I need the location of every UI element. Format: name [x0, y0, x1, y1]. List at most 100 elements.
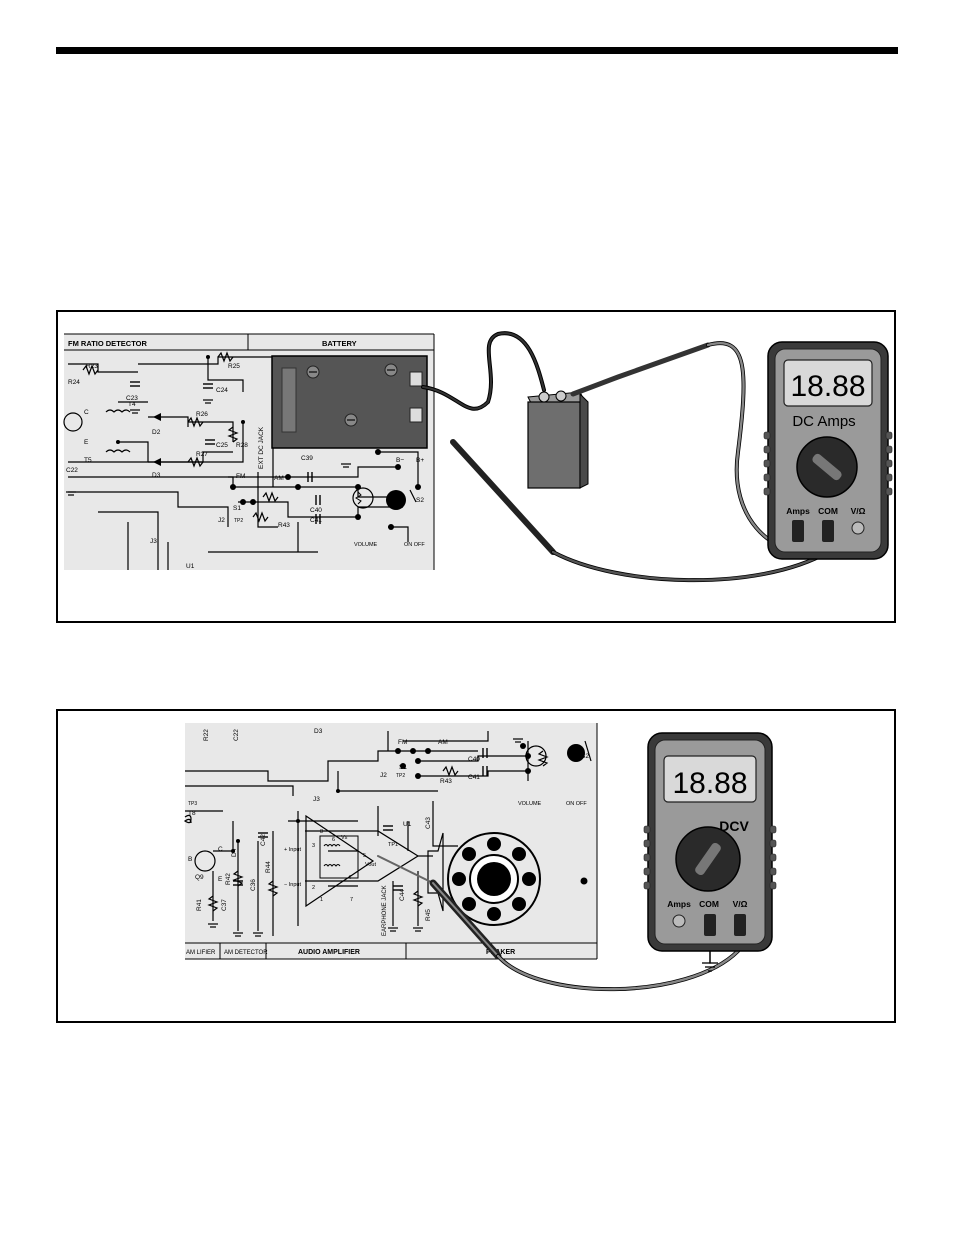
figure-1-illustration: FM RATIO DETECTOR BATTERY	[63, 331, 893, 583]
label-d3: D3	[152, 472, 161, 479]
jack-v-ohm[interactable]	[851, 521, 865, 535]
label-t5: T5	[84, 457, 92, 464]
schematic-audio-amplifier: FM AM S1 S2 J2 TP2 J3 TP3 T8 R43 C40 C41…	[183, 723, 598, 960]
jack-com[interactable]	[704, 914, 716, 936]
label-volume: VOLUME	[518, 801, 542, 807]
label-r41: R41	[196, 899, 203, 911]
top-rule	[56, 47, 898, 54]
label-j2: J2	[380, 772, 387, 779]
label-c22: C22	[233, 729, 240, 741]
meter-mode-label: DCV	[719, 818, 749, 834]
label-s1: S1	[399, 764, 407, 771]
label-pin3: 3	[312, 843, 315, 849]
jack-label-v-ohm: V/Ω	[733, 899, 748, 909]
jack-v-ohm[interactable]	[734, 914, 746, 936]
section-am-amplifier: AM LIFIER	[186, 950, 216, 956]
label-vs: Vs	[341, 835, 348, 841]
label-s2: S2	[416, 497, 424, 504]
label-ext-dc-jack: EXT DC JACK	[258, 426, 265, 469]
label-c41: C41	[468, 774, 480, 781]
label-c: C	[84, 409, 89, 416]
jack-label-com: COM	[818, 506, 838, 516]
label-c40: C40	[468, 756, 480, 763]
multimeter-dc-amps: 18.88 DC Amps Amps COM V/Ω	[763, 341, 893, 560]
label-earphone-jack: EARPHONE JACK	[382, 885, 388, 936]
label-r45: R45	[425, 909, 432, 921]
label-t8: T8	[188, 810, 196, 817]
label-tp2: TP2	[396, 773, 405, 779]
speaker-board	[427, 832, 588, 926]
label-c24: C24	[216, 387, 228, 394]
label-t4: T4	[128, 401, 136, 408]
label-u1: U1	[186, 563, 195, 570]
label-volume: VOLUME	[354, 542, 378, 548]
schematic-fm-battery: FM RATIO DETECTOR BATTERY	[63, 333, 435, 570]
label-d3: D3	[314, 728, 323, 735]
label-pin4: 4	[348, 875, 351, 881]
label-d4: D4	[231, 848, 238, 857]
label-e: E	[84, 439, 89, 446]
figure-audio-amp-voltage-test: FM AM S1 S2 J2 TP2 J3 TP3 T8 R43 C40 C41…	[56, 709, 896, 1023]
multimeter-dcv: 18.88 DCV Amps COM V/Ω	[643, 732, 777, 952]
label-pin8: 8	[320, 829, 323, 835]
label-c37: C37	[221, 899, 228, 911]
label-pin6: 6	[332, 837, 335, 843]
label-c39: C39	[301, 455, 313, 462]
label-d2: D2	[152, 429, 161, 436]
meter-display-readout: 18.88	[672, 767, 747, 800]
label-j3: J3	[150, 538, 157, 545]
label-r43: R43	[278, 522, 290, 529]
label-s1: S1	[233, 505, 241, 512]
label-fm: FM	[398, 739, 407, 746]
section-fm-ratio-detector: FM RATIO DETECTOR	[68, 339, 147, 348]
label-c43: C43	[425, 817, 432, 829]
figure-battery-current-test: FM RATIO DETECTOR BATTERY	[56, 310, 896, 623]
label-am: AM	[274, 475, 284, 482]
label-r24: R24	[68, 379, 80, 386]
jack-com[interactable]	[822, 520, 834, 542]
label-c44: C44	[399, 889, 406, 901]
label-c22: C22	[66, 467, 78, 474]
section-audio-amplifier: AUDIO AMPLIFIER	[298, 949, 360, 956]
meter-display-readout: 18.88	[790, 370, 865, 403]
label-j2: J2	[218, 517, 225, 524]
label-c42: C42	[260, 834, 267, 846]
battery-9v	[527, 390, 589, 489]
label-on-off: ON OFF	[404, 542, 425, 548]
label-r26: R26	[196, 411, 208, 418]
label-on-off: ON OFF	[566, 801, 587, 807]
label-minus-input: − Input	[284, 882, 301, 888]
meter-selector-dial[interactable]	[811, 452, 843, 482]
figure-2-illustration: FM AM S1 S2 J2 TP2 J3 TP3 T8 R43 C40 C41…	[183, 723, 777, 992]
jack-amps[interactable]	[672, 914, 686, 928]
label-r27: R27	[196, 451, 208, 458]
label-r44: R44	[265, 861, 272, 873]
section-am-detector: AM DETECTOR	[224, 950, 268, 956]
battery-holder	[271, 355, 428, 449]
jack-label-com: COM	[699, 899, 719, 909]
label-j3: J3	[313, 796, 320, 803]
label-r22: R22	[203, 729, 210, 741]
ground-symbol-icon	[702, 962, 718, 972]
label-r28: R28	[236, 442, 248, 449]
section-battery: BATTERY	[322, 339, 357, 348]
label-q9: Q9	[195, 874, 204, 881]
label-c: C	[218, 846, 223, 853]
label-c36: C36	[250, 879, 257, 891]
label-u1: U1	[403, 821, 412, 828]
label-r43: R43	[440, 778, 452, 785]
meter-selector-dial[interactable]	[694, 841, 723, 876]
label-am: AM	[438, 739, 448, 746]
label-pin7: 7	[350, 897, 353, 903]
meter-mode-label: DC Amps	[792, 413, 855, 430]
label-fm: FM	[236, 473, 245, 480]
label-tp1: TP1	[388, 842, 398, 848]
label-pin5: 5	[363, 853, 366, 859]
label-c40: C40	[310, 507, 322, 514]
label-c25: C25	[216, 442, 228, 449]
label-c23: C23	[126, 395, 138, 402]
label-c41: C41	[310, 517, 322, 524]
section-speaker: PEAKER	[486, 949, 515, 956]
jack-amps[interactable]	[792, 520, 804, 542]
label-b-plus: B+	[416, 457, 424, 464]
